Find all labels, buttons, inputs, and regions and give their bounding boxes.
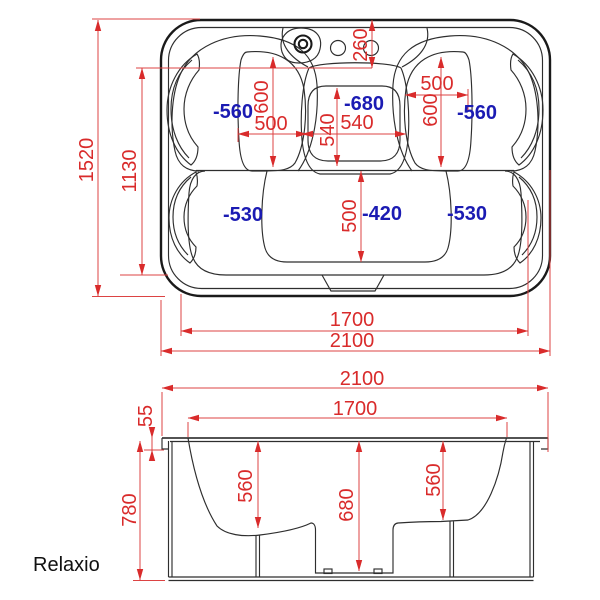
dim-seat-right-width: 500	[420, 73, 453, 95]
rim-lip-left	[161, 438, 169, 450]
top-view: 1520 1130 260 600 500 540 540 500 600 50…	[76, 18, 552, 356]
skirt-panel	[167, 441, 535, 582]
foot-block-right	[373, 568, 383, 575]
depth-bench-right: -530	[447, 203, 487, 225]
basin-profile	[187, 437, 508, 574]
dim-top-edge-offset: 260	[350, 28, 372, 61]
dim-top-overall-length: 1520	[76, 138, 98, 183]
dim-bench-length: 500	[339, 199, 361, 232]
dim-top-overall-width: 2100	[330, 330, 375, 352]
dim-footwell-length: 540	[317, 113, 339, 146]
dim-seat-left-length: 600	[251, 80, 273, 113]
control-circle-left	[329, 39, 347, 57]
dim-front-basin-width: 1700	[333, 398, 378, 420]
jet-fitting-icon	[293, 34, 313, 54]
brand-label: Relaxio	[33, 554, 100, 576]
dim-seat-right-length: 600	[420, 93, 442, 126]
dim-seat-right-depth: 560	[423, 463, 445, 496]
depth-seat-left: -560	[213, 101, 253, 123]
front-view: 2100 1700 55 780 560 680 560	[119, 368, 549, 582]
tub-outer-shell	[159, 18, 552, 298]
depth-seat-right: -560	[457, 102, 497, 124]
dim-footwell-width: 540	[340, 112, 373, 134]
depth-labels: -560 -680 -560 -530 -420 -530	[213, 93, 497, 226]
depth-footwell: -680	[344, 93, 384, 115]
front-view-dimensions: 2100 1700 55 780 560 680 560	[119, 368, 549, 581]
dim-front-overall-width: 2100	[340, 368, 385, 390]
tub-inner-rim	[167, 26, 544, 290]
dim-seat-left-depth: 560	[235, 469, 257, 502]
dim-top-basin-width: 1700	[330, 309, 375, 331]
faucet-mount	[280, 27, 322, 64]
overflow-notch	[321, 274, 385, 292]
depth-bench-left: -530	[223, 204, 263, 226]
seat-supports	[255, 521, 455, 577]
foot-block-left	[323, 568, 333, 575]
dim-top-basin-length: 1130	[119, 149, 141, 192]
top-view-dimensions: 1520 1130 260 600 500 540 540 500 600 50…	[76, 18, 551, 356]
bench-area	[187, 169, 523, 292]
dim-rim-height: 55	[135, 405, 157, 427]
dim-seat-left-width: 500	[254, 113, 287, 135]
dim-overall-height: 780	[119, 493, 141, 526]
dim-footwell-depth: 680	[336, 488, 358, 521]
depth-bench-center: -420	[362, 203, 402, 225]
rim-lip-right	[541, 438, 549, 450]
